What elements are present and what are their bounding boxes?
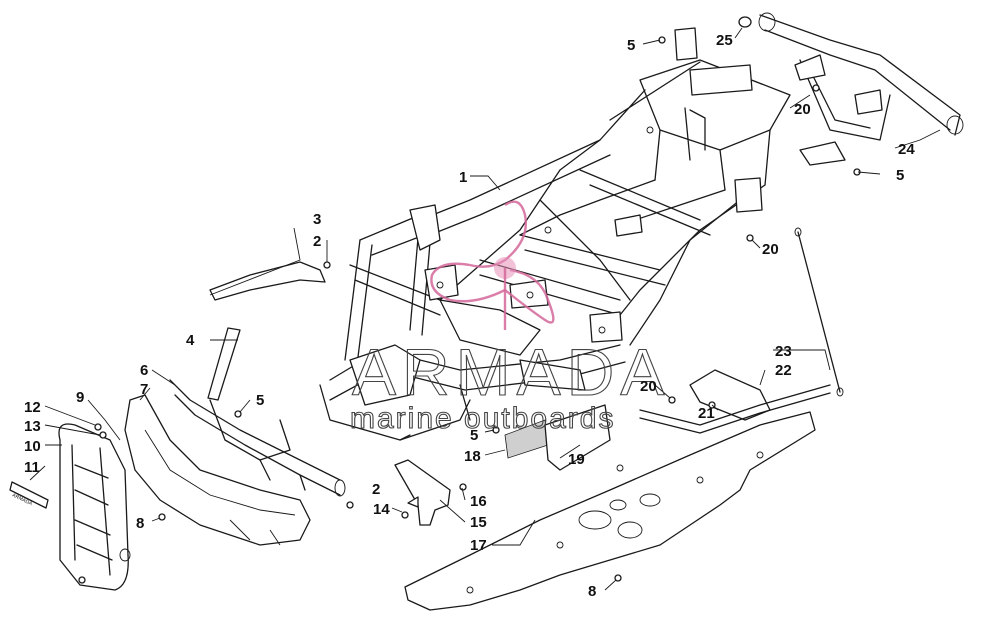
callout-19: 19 — [568, 451, 585, 468]
cap-part-25 — [738, 16, 752, 28]
front-bumper — [124, 394, 311, 546]
skid-plate — [404, 411, 816, 611]
bracket-15 — [394, 459, 451, 526]
callout-21: 21 — [698, 405, 715, 422]
front-guard — [58, 423, 131, 591]
main-frame — [319, 27, 791, 441]
callout-22: 22 — [775, 362, 792, 379]
callout-16: 16 — [470, 493, 487, 510]
callout-8-a: 8 — [136, 515, 144, 532]
callout-4: 4 — [186, 332, 195, 349]
callout-25: 25 — [716, 32, 733, 49]
callout-15: 15 — [470, 514, 487, 531]
callout-23: 23 — [775, 343, 792, 360]
callout-3: 3 — [313, 211, 321, 228]
callout-5-d: 5 — [470, 427, 478, 444]
callout-24: 24 — [898, 141, 915, 158]
front-strut — [207, 327, 241, 401]
callout-1: 1 — [459, 169, 467, 186]
leader-lines — [29, 27, 941, 591]
callout-5-b: 5 — [896, 167, 904, 184]
callout-8-b: 8 — [588, 583, 596, 600]
callout-18: 18 — [464, 448, 481, 465]
callout-7: 7 — [140, 381, 148, 398]
callout-20-b: 20 — [762, 241, 779, 258]
support-rod — [794, 227, 844, 397]
callout-5-a: 5 — [627, 37, 635, 54]
watermark-logo — [430, 200, 555, 330]
callout-5-c: 5 — [256, 392, 264, 409]
callout-labels: 1 2 2 3 4 5 5 5 5 6 7 8 8 9 10 11 12 13 … — [24, 32, 915, 600]
callout-20-a: 20 — [794, 101, 811, 118]
fasteners — [78, 36, 861, 584]
footwell-pad-19 — [544, 404, 611, 471]
callout-11: 11 — [24, 459, 40, 476]
watermark-tagline: marine outboards — [350, 402, 615, 435]
callout-17: 17 — [470, 537, 487, 554]
callout-12: 12 — [24, 399, 41, 416]
front-rack — [169, 379, 346, 497]
front-bracket — [209, 261, 326, 301]
watermark-brand: ARMADA — [352, 335, 670, 409]
callout-13: 13 — [24, 418, 41, 435]
callout-14: 14 — [373, 501, 390, 518]
callout-2-b: 2 — [372, 481, 380, 498]
callout-2-a: 2 — [313, 233, 321, 250]
side-rail-21 — [639, 384, 831, 434]
rear-rack — [758, 12, 964, 166]
callout-10: 10 — [24, 438, 41, 455]
callout-9: 9 — [76, 389, 84, 406]
callout-20-c: 20 — [640, 378, 657, 395]
callout-6: 6 — [140, 362, 148, 379]
decal-strip — [9, 481, 49, 509]
